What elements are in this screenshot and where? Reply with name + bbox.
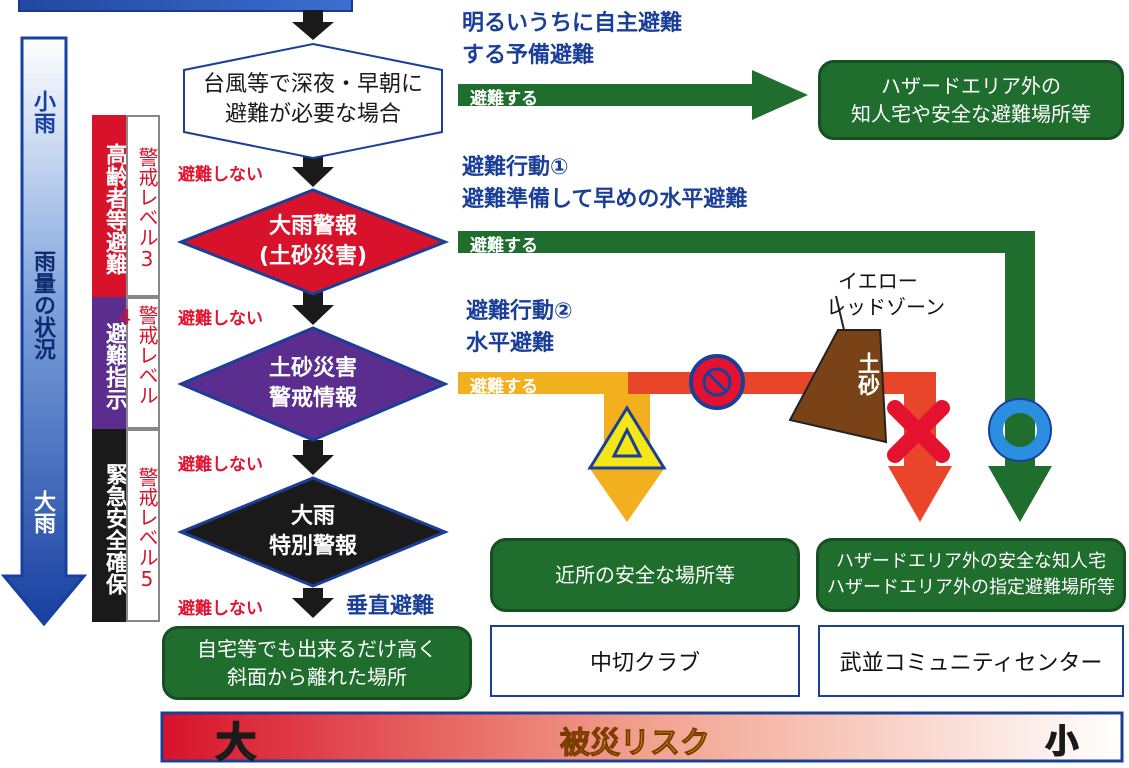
no-evac-label-4: 避難しない [178,599,263,619]
dest-home-line1: 自宅等でも出来るだけ高く [197,637,437,661]
decision-heavy-rain-shape [176,188,450,296]
risk-high-label: 大 [215,719,257,767]
decision-landslide-shape [177,326,449,442]
cross-icon [887,400,950,463]
rain-scale-arrow [0,36,88,626]
facility-nakagiri: 中切クラブ [490,625,800,697]
zone-label-line2: レッドゾーン [826,295,945,319]
evac-arrow-top [458,70,808,120]
vertical-evac-label: 垂直避難 [346,594,435,619]
rain-heavy-label: 大雨 [30,490,55,534]
level5-action: 緊急安全確保 [92,429,127,622]
dest-home-line2: 斜面から離れた場所 [227,665,407,689]
heading-action2-line1: 避難行動② [466,299,573,324]
decision-special-text: 大雨 特別警報 [200,502,426,562]
decision-landslide-line2: 警戒情報 [268,386,357,411]
heading-action1-line2: 避難準備して早めの水平避難 [462,187,748,212]
level4-warning: 警戒レベル4 [113,297,160,429]
dest-outside-hazard-line2: 知人宅や安全な避難場所等 [851,102,1091,126]
dest-outside-hazard: ハザードエリア外の 知人宅や安全な避難場所等 [818,60,1124,140]
ok-circle-icon [989,399,1051,461]
decision-heavy-rain-line2: (土砂災害) [258,244,368,269]
level4-action: 避難指示 [92,297,127,429]
evac-arrow-horizontal [458,372,628,394]
zone-label: イエロー レッドゾーン [826,268,945,320]
landslide-label: 土砂 [854,352,879,396]
dest-nearby-text: 近所の安全な場所等 [555,563,735,587]
decision-landslide-line1: 土砂災害 [268,356,357,381]
level5-warning: 警戒レベル5 [126,429,160,622]
level3-action: 高齢者等避難 [92,115,127,297]
level3-warning: 警戒レベル3 [126,115,160,297]
evac-label-top: 避難する [470,89,538,109]
decision-typhoon-line1: 台風等で深夜・早朝に [202,72,423,97]
decision-heavy-rain-line1: 大雨警報 [268,214,357,239]
risk-bar-label: 被災リスク [560,726,711,762]
decision-special-line1: 大雨 [290,504,335,529]
top-band [18,0,353,12]
dest-nearby: 近所の安全な場所等 [490,538,800,612]
decision-typhoon-line2: 避難が必要な場合 [224,102,401,127]
dest-outside-hazard-line1: ハザードエリア外の [881,74,1061,98]
no-evac-label-2: 避難しない [178,309,263,329]
evac-arrow-red-section [628,372,936,394]
down-arrows [292,10,334,618]
rain-small-label: 小雨 [30,90,55,134]
caution-triangle-icon [587,405,667,470]
decision-typhoon-shape [183,42,443,160]
decision-special-line2: 特別警報 [268,534,357,559]
facility-takenami: 武並コミュニティセンター [818,625,1124,697]
heading-action1-line1: 避難行動① [462,155,569,180]
decision-typhoon-text: 台風等で深夜・早朝に 避難が必要な場合 [184,70,442,130]
heading-action2: 避難行動② 水平避難 [466,296,573,360]
heading-action2-line2: 水平避難 [466,331,555,356]
zone-label-line1: イエロー [838,269,918,293]
dest-far-line2: ハザードエリア外の指定避難場所等 [827,577,1115,598]
heading-voluntary-line2: する予備避難 [462,43,595,68]
no-evac-label-1: 避難しない [178,165,263,185]
dest-far: ハザードエリア外の安全な知人宅 ハザードエリア外の指定避難場所等 [816,538,1126,612]
evac-label-horizontal: 避難する [470,377,538,397]
no-evac-label-3: 避難しない [178,455,263,475]
heading-voluntary: 明るいうちに自主避難 する予備避難 [462,8,682,72]
risk-low-label: 小 [1045,721,1079,761]
decision-special-shape [177,476,449,588]
decision-heavy-rain-text: 大雨警報 (土砂災害) [200,212,426,272]
decision-landslide-text: 土砂災害 警戒情報 [200,354,426,414]
evac-label-early: 避難する [470,236,538,256]
landslide-icon [788,329,888,444]
dest-far-line1: ハザードエリア外の安全な知人宅 [836,551,1106,572]
dest-home: 自宅等でも出来るだけ高く 斜面から離れた場所 [162,626,472,700]
risk-bar-shape [160,711,1124,763]
heading-action1: 避難行動① 避難準備して早めの水平避難 [462,152,747,216]
heading-voluntary-line1: 明るいうちに自主避難 [462,11,683,36]
rain-condition-label: 雨量の状況 [30,250,55,360]
